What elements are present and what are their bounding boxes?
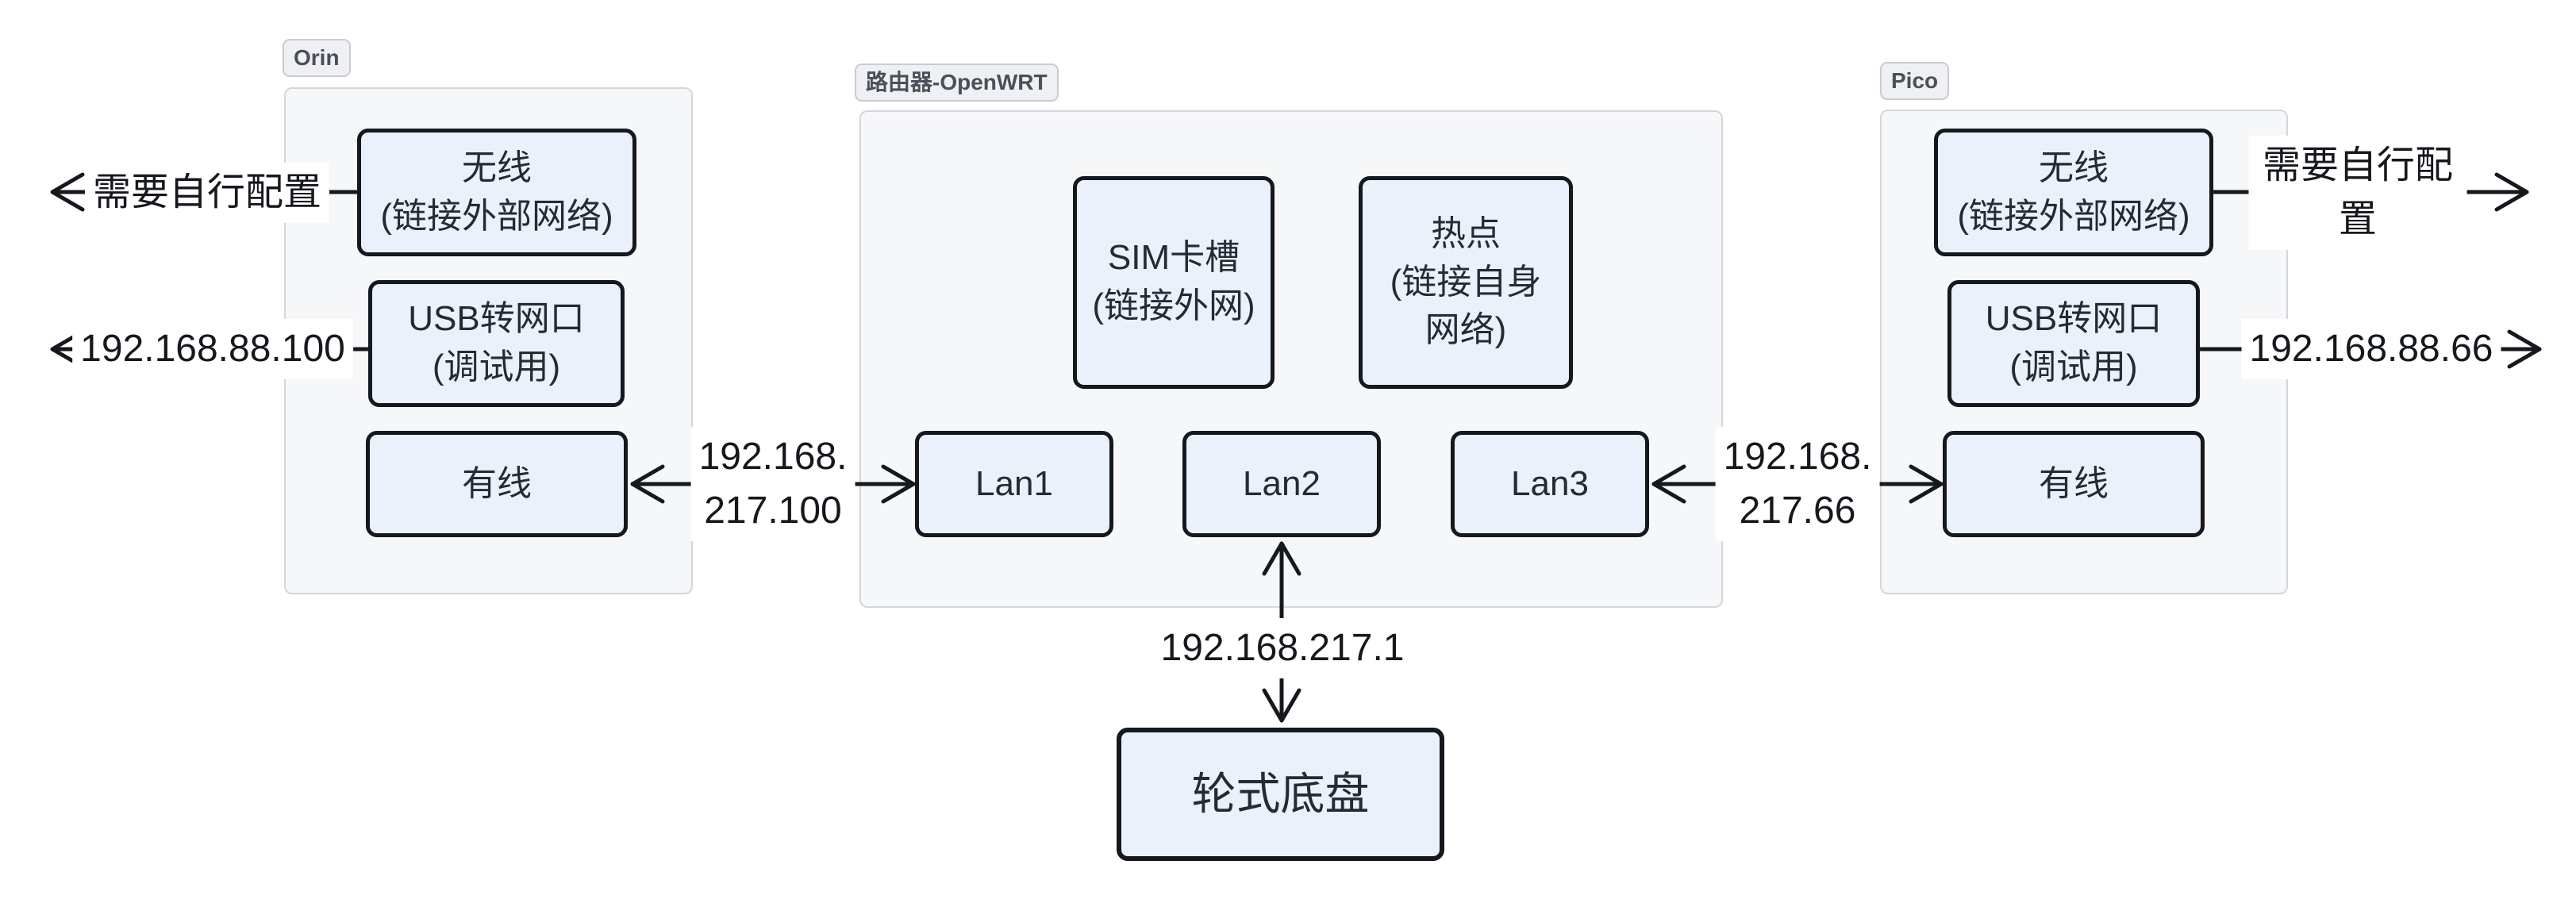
- edge-label-orin-wireless-out: 需要自行配置: [84, 162, 330, 224]
- arrow-up-icon: [1262, 541, 1301, 576]
- node-pico-wired: 有线: [1943, 431, 2205, 537]
- node-lan1: Lan1: [915, 431, 1113, 537]
- edge-label-lan2-chassis: 192.168.217.1: [1152, 617, 1413, 679]
- arrow-right-icon: [1909, 464, 1944, 504]
- node-lan3: Lan3: [1451, 431, 1649, 537]
- node-orin-wired: 有线: [366, 431, 628, 537]
- node-sim-slot: SIM卡槽 (链接外网): [1073, 176, 1275, 389]
- arrow-left-icon: [630, 464, 665, 504]
- node-orin-wireless: 无线 (链接外部网络): [357, 129, 636, 256]
- arrow-left-icon: [1651, 464, 1686, 504]
- edge-label-orin-usb-out: 192.168.88.100: [72, 318, 353, 380]
- node-pico-wireless: 无线 (链接外部网络): [1934, 129, 2213, 256]
- edge-label-pico-usb-out: 192.168.88.66: [2241, 318, 2501, 380]
- pico-group-label: Pico: [1880, 62, 1950, 100]
- node-lan2: Lan2: [1182, 431, 1381, 537]
- arrow-right-icon: [881, 464, 916, 504]
- node-orin-usb: USB转网口 (调试用): [368, 280, 625, 407]
- arrow-right-icon: [2507, 329, 2542, 369]
- edge-label-orin-wired-lan1: 192.168. 217.100: [690, 426, 855, 542]
- node-hotspot: 热点 (链接自身 网络): [1359, 176, 1573, 389]
- arrow-right-icon: [2494, 172, 2529, 212]
- edge-label-pico-wireless-out: 需要自行配置: [2248, 135, 2467, 251]
- router-group-label: 路由器-OpenWRT: [855, 63, 1059, 102]
- arrow-down-icon: [1262, 688, 1301, 723]
- node-wheeled-chassis: 轮式底盘: [1117, 728, 1444, 861]
- arrow-left-icon: [50, 172, 85, 212]
- node-pico-usb: USB转网口 (调试用): [1947, 280, 2200, 407]
- orin-group-label: Orin: [283, 39, 351, 77]
- edge-label-lan3-pico-wired: 192.168. 217.66: [1715, 426, 1880, 542]
